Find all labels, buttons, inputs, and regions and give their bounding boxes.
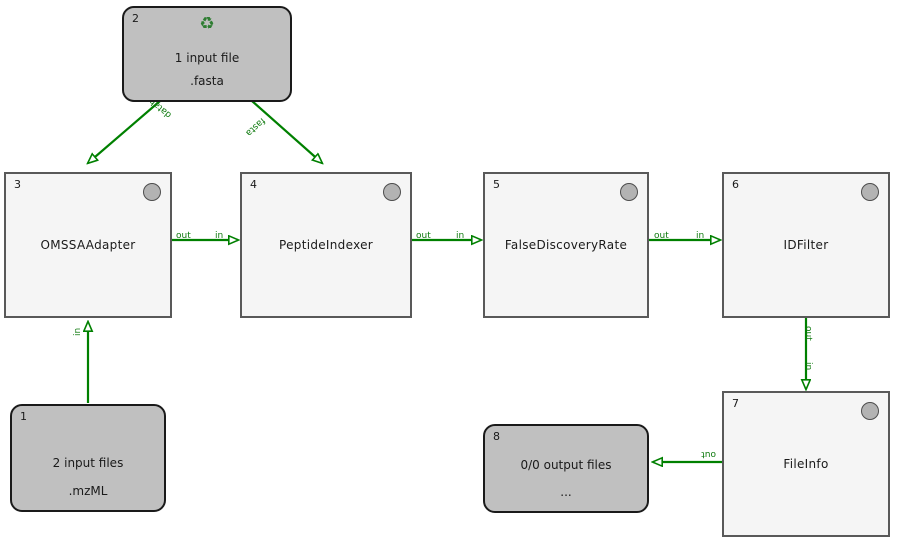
node-file-type: .fasta xyxy=(190,74,224,88)
node-index: 7 xyxy=(732,397,739,410)
node-file-type: .mzML xyxy=(68,484,108,498)
node-input-fasta[interactable]: 2 ♻ 1 input file .fasta xyxy=(122,6,292,102)
status-circle-icon[interactable] xyxy=(861,402,879,420)
edge-label-out-node5: out xyxy=(654,231,669,241)
status-circle-icon[interactable] xyxy=(620,183,638,201)
node-tool-idfilter[interactable]: 6 IDFilter xyxy=(722,172,890,318)
node-tool-fileinfo[interactable]: 7 FileInfo xyxy=(722,391,890,537)
node-tool-name: IDFilter xyxy=(783,238,829,252)
node-index: 1 xyxy=(20,410,27,423)
node-file-count: 2 input files xyxy=(52,456,124,470)
node-index: 8 xyxy=(493,430,500,443)
node-tool-peptideindexer[interactable]: 4 PeptideIndexer xyxy=(240,172,412,318)
edge-label-out-node4: out xyxy=(416,231,431,241)
status-circle-icon[interactable] xyxy=(383,183,401,201)
edge-label-in-node1-node3: in xyxy=(73,327,83,336)
node-tool-name: FileInfo xyxy=(783,457,829,471)
node-index: 2 xyxy=(132,12,139,25)
edge-label-out-node3: out xyxy=(176,231,191,241)
edge-label-fasta: fasta xyxy=(243,115,267,138)
recycle-icon: ♻ xyxy=(199,14,215,34)
node-file-count: 0/0 output files xyxy=(520,458,612,472)
node-output-files[interactable]: 8 0/0 output files ... xyxy=(483,424,649,513)
edge-label-out-node7: out xyxy=(701,449,716,459)
node-input-mzml[interactable]: 1 2 input files .mzML xyxy=(10,404,166,512)
node-index: 3 xyxy=(14,178,21,191)
edge-label-in-node5: in xyxy=(456,231,465,241)
node-tool-name: OMSSAAdapter xyxy=(40,238,136,252)
status-circle-icon[interactable] xyxy=(861,183,879,201)
node-index: 5 xyxy=(493,178,500,191)
edge-node2-to-node4 xyxy=(251,100,322,163)
edge-label-in-node4: in xyxy=(215,231,224,241)
node-tool-name: FalseDiscoveryRate xyxy=(504,238,628,252)
node-tool-falsediscoveryrate[interactable]: 5 FalseDiscoveryRate xyxy=(483,172,649,318)
status-circle-icon[interactable] xyxy=(143,183,161,201)
node-file-type: ... xyxy=(560,485,572,499)
edge-label-in-node6: in xyxy=(696,231,705,241)
node-index: 4 xyxy=(250,178,257,191)
node-file-count: 1 input file xyxy=(174,51,240,65)
node-index: 6 xyxy=(732,178,739,191)
node-tool-omssaadapter[interactable]: 3 OMSSAAdapter xyxy=(4,172,172,318)
node-tool-name: PeptideIndexer xyxy=(278,238,374,252)
edge-node2-to-node3 xyxy=(88,100,161,163)
edge-label-in-node7: in xyxy=(803,362,813,371)
edge-label-out-node6: out xyxy=(803,326,813,341)
